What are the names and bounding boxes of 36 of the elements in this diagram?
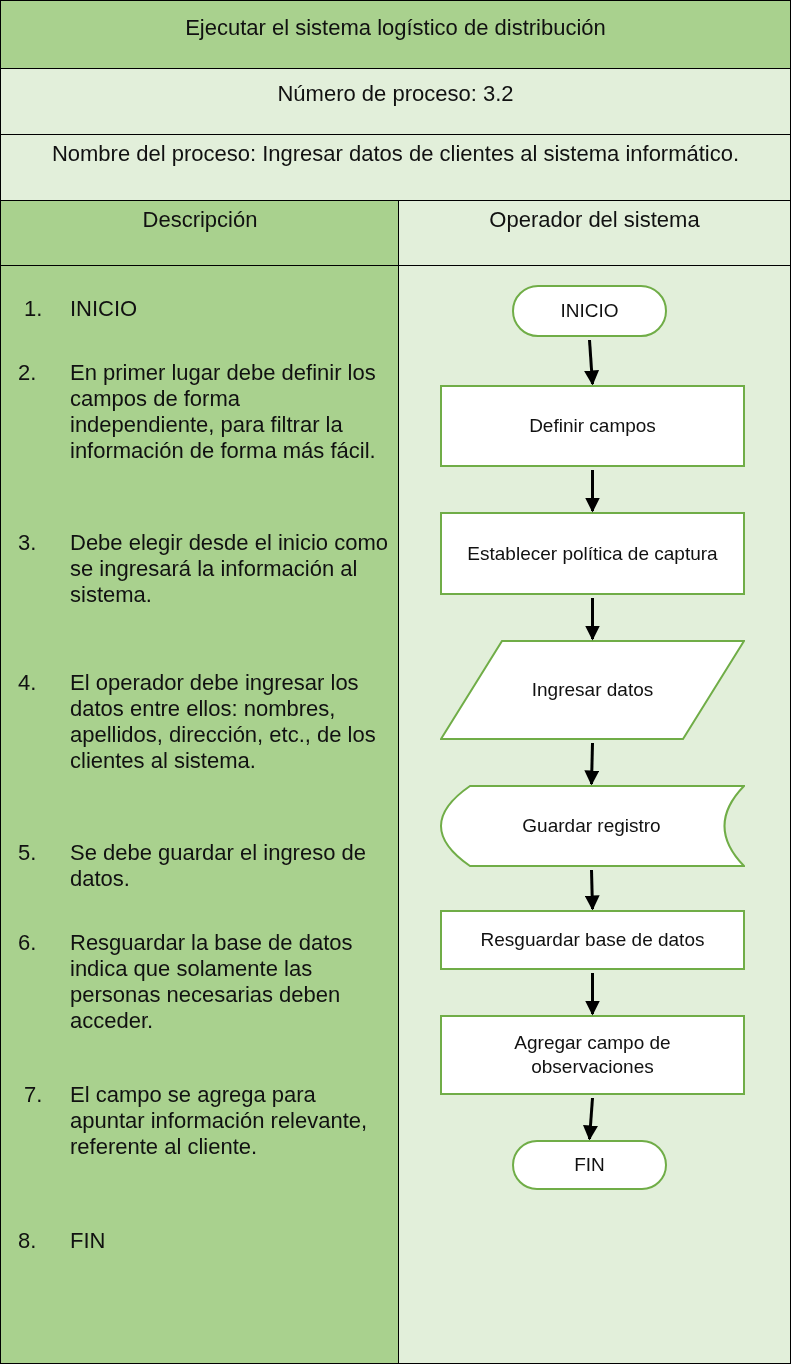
arrow [584,742,600,786]
step-number: 2. [18,360,37,386]
arrow [584,869,600,911]
step-number: 7. [24,1082,43,1108]
step-text: Resguardar la base de datos indica que solamente las personas necesarias deben acceder. [70,930,354,1034]
step-text: En primer lugar debe definir los campos de forma independiente, para filtrar la información de forma más fácil. [70,360,377,464]
arrow [585,470,600,513]
process-box: Establecer política de captura [440,512,745,595]
process-box: Definir campos [440,385,745,467]
column-header-cell: Operador del sistema [398,200,791,267]
process-box: Agregar campo de observaciones [440,1015,745,1095]
arrow [584,339,600,386]
process-name-cell: Nombre del proceso: Ingresar datos de clientes al sistema informático. [0,134,791,202]
arrow [585,598,600,641]
title-cell: Ejecutar el sistema logístico de distribución [0,0,791,70]
step-text: El operador debe ingresar los datos entre ellos: nombres, apellidos, dirección, etc., de los clientes al sistema. [70,670,377,774]
column-header-cell: Descripción [0,200,400,267]
step-number: 1. [24,296,43,322]
step-number: 4. [18,670,37,696]
start-terminator: INICIO [512,285,667,337]
arrow [583,1097,598,1141]
process-number-cell: Número de proceso: 3.2 [0,68,791,136]
input-parallelogram: Ingresar datos [440,640,745,740]
step-number: 3. [18,530,37,556]
step-number: 5. [18,840,37,866]
step-text: FIN [70,1228,107,1254]
step-text: El campo se agrega para apuntar información relevante, referente al cliente. [70,1082,369,1160]
step-text: INICIO [70,296,139,322]
step-text: Debe elegir desde el inicio como se ingresará la información al sistema. [70,530,389,608]
stored-data-shape: Guardar registro [438,785,745,867]
step-text: Se debe guardar el ingreso de datos. [70,840,367,892]
step-number: 8. [18,1228,37,1254]
step-number: 6. [18,930,37,956]
process-box: Resguardar base de datos [440,910,745,970]
arrow [585,973,600,1016]
end-terminator: FIN [512,1140,667,1190]
